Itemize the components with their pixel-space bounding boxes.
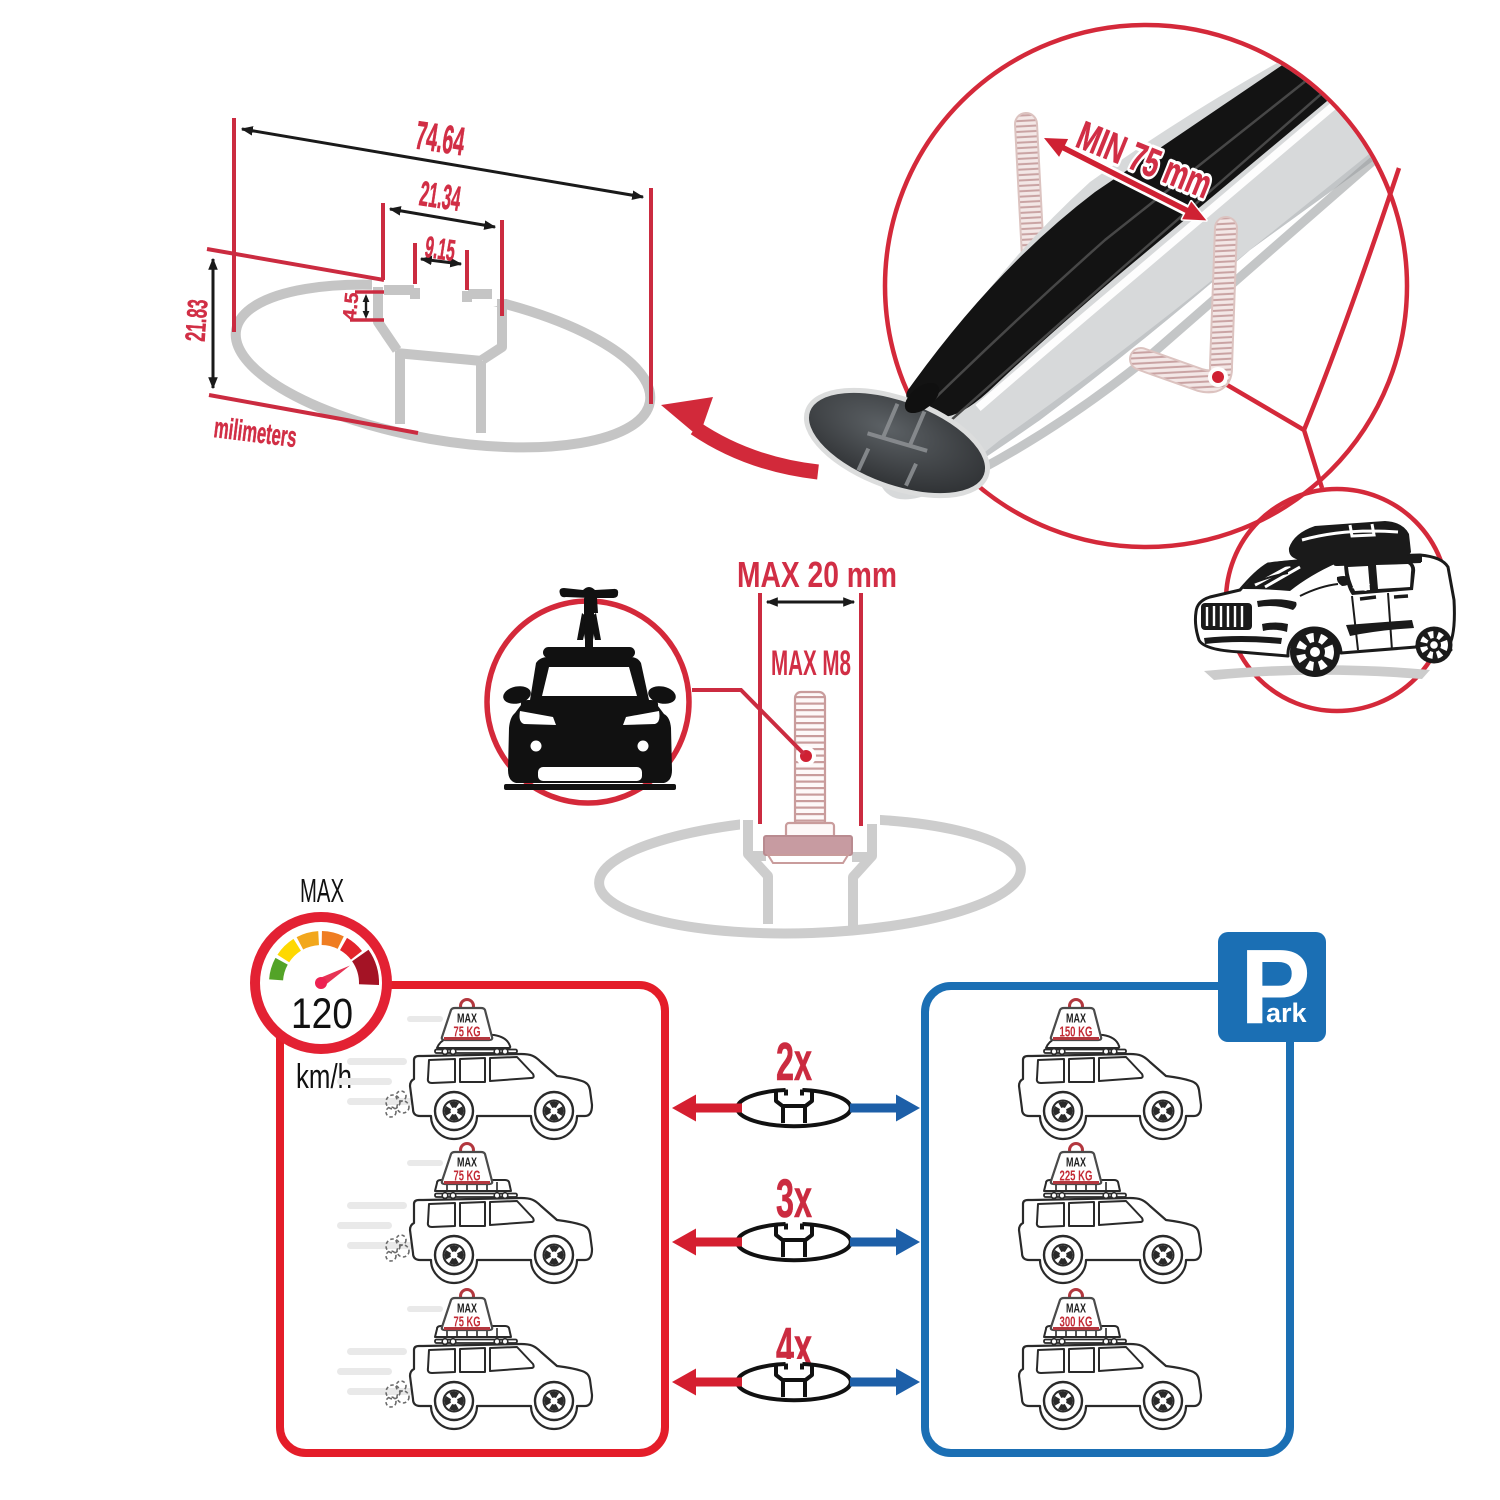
svg-text:MAX: MAX <box>457 1301 477 1316</box>
svg-text:75 KG: 75 KG <box>454 1314 481 1331</box>
svg-text:km/h: km/h <box>296 1058 352 1096</box>
svg-text:21.83: 21.83 <box>180 298 214 342</box>
svg-text:MAX: MAX <box>457 1155 477 1170</box>
svg-text:ark: ark <box>1266 998 1308 1028</box>
svg-text:MAX: MAX <box>457 1011 477 1026</box>
svg-text:MAX: MAX <box>1066 1155 1086 1170</box>
svg-text:MAX: MAX <box>300 872 344 909</box>
svg-text:300 KG: 300 KG <box>1060 1314 1093 1331</box>
svg-text:2x: 2x <box>776 1032 812 1092</box>
svg-text:225 KG: 225 KG <box>1060 1168 1093 1185</box>
svg-text:120: 120 <box>291 990 353 1038</box>
svg-text:4.5: 4.5 <box>340 291 364 321</box>
svg-text:150 KG: 150 KG <box>1060 1024 1093 1041</box>
svg-text:MAX: MAX <box>1066 1011 1086 1026</box>
svg-text:74.64: 74.64 <box>413 114 468 165</box>
svg-text:9.15: 9.15 <box>423 231 458 268</box>
svg-text:MAX M8: MAX M8 <box>771 644 851 683</box>
svg-text:P: P <box>1240 928 1311 1046</box>
svg-text:MAX: MAX <box>1066 1301 1086 1316</box>
svg-text:75 KG: 75 KG <box>454 1168 481 1185</box>
svg-text:MAX 20 mm: MAX 20 mm <box>737 554 897 595</box>
svg-text:21.34: 21.34 <box>417 174 464 219</box>
svg-text:75 KG: 75 KG <box>454 1024 481 1041</box>
